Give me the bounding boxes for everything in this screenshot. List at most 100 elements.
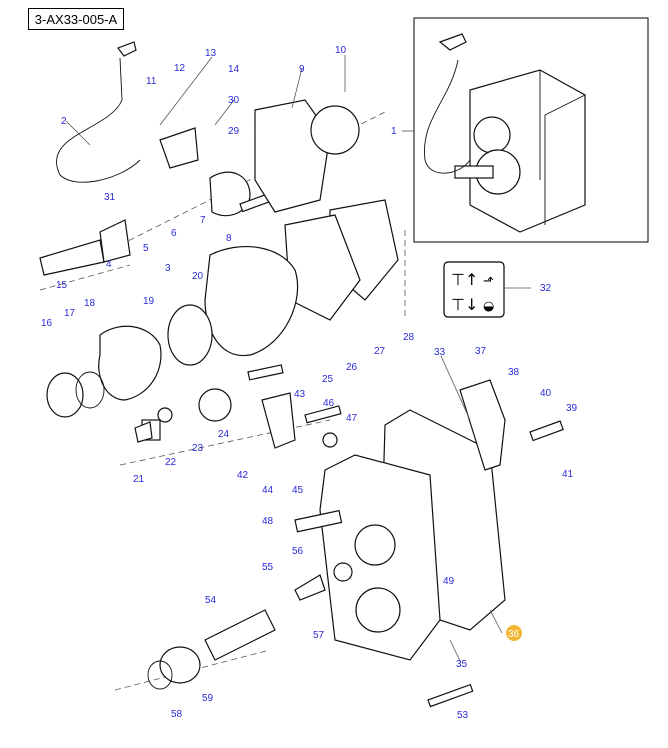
callout-25: 25 [322, 374, 334, 385]
ring-16 [46, 372, 84, 418]
callout-24: 24 [218, 429, 230, 440]
callout-6: 6 [171, 228, 177, 239]
spring-55 [294, 574, 326, 601]
tortoise-icon: ◒ [483, 299, 494, 314]
inset-lever-handle [438, 33, 467, 51]
planet-carrier [98, 325, 162, 401]
lever-42 [261, 392, 296, 449]
boundary-upper-left [39, 264, 131, 291]
callout-20: 20 [192, 271, 204, 282]
lower-assembly [147, 379, 564, 708]
callout-36: 36 [508, 629, 520, 640]
callout-1: 1 [391, 126, 397, 137]
callout-16: 16 [41, 318, 53, 329]
callout-32: 32 [540, 283, 552, 294]
callout-22: 22 [165, 457, 177, 468]
washer-45 [322, 432, 338, 448]
circlip-17 [75, 371, 105, 409]
callout-26: 26 [346, 362, 358, 373]
bearing-19 [167, 304, 213, 366]
boundary-lower [119, 419, 331, 466]
pin-25 [247, 364, 284, 381]
selector-lever-handle [117, 41, 137, 57]
shaft-39 [529, 420, 564, 442]
callout-58: 58 [171, 709, 183, 720]
callout-30: 30 [228, 95, 240, 106]
lever-down-arrow-icon: ⊤↓ [451, 295, 478, 314]
callout-56: 56 [292, 546, 304, 557]
callout-40: 40 [540, 388, 552, 399]
input-shaft [39, 239, 105, 276]
callout-7: 7 [200, 215, 206, 226]
pin-53 [427, 683, 474, 708]
assembly-inset [413, 17, 649, 243]
callout-41: 41 [562, 469, 574, 480]
cable-bracket [159, 127, 199, 169]
callout-10: 10 [335, 45, 347, 56]
callout-44: 44 [262, 485, 274, 496]
callout-45: 45 [292, 485, 304, 496]
callout-55: 55 [262, 562, 274, 573]
gasket-10 [310, 105, 360, 155]
inset-upper-boss [473, 116, 511, 154]
control-cable [56, 57, 141, 183]
circlip-58 [147, 660, 173, 690]
inset-cable [424, 59, 471, 174]
callout-19: 19 [143, 296, 155, 307]
inset-output-shaft [454, 165, 494, 179]
callout-42: 42 [237, 470, 249, 481]
callout-14: 14 [228, 64, 240, 75]
upper-assembly [39, 41, 399, 443]
symbol-card-frame [443, 261, 505, 318]
callout-3: 3 [165, 263, 171, 274]
callout-29: 29 [228, 126, 240, 137]
callout-8: 8 [226, 233, 232, 244]
pin-48 [294, 509, 343, 533]
callout-31: 31 [104, 192, 116, 203]
lever-up-arrow-icon: ⊤↑ [451, 270, 478, 289]
leader-lines [65, 55, 531, 664]
ring-gear-housing [204, 245, 299, 357]
callout-59: 59 [202, 693, 214, 704]
callout-28: 28 [403, 332, 415, 343]
housing-upper-bore [354, 524, 396, 566]
callout-4: 4 [106, 259, 112, 270]
callout-46: 46 [323, 398, 335, 409]
rabbit-icon: ⬏ [483, 274, 494, 289]
callout-9: 9 [299, 64, 305, 75]
callout-21: 21 [133, 474, 145, 485]
callout-43: 43 [294, 389, 306, 400]
callout-27: 27 [374, 346, 386, 357]
inset-gearbox-edges [539, 70, 586, 225]
callout-39: 39 [566, 403, 578, 414]
plate-21 [134, 421, 153, 443]
input-gear [99, 219, 131, 263]
pin-46 [304, 405, 342, 424]
callout-12: 12 [174, 63, 186, 74]
detent-57 [333, 562, 353, 582]
callout-53: 53 [457, 710, 469, 721]
callout-5: 5 [143, 243, 149, 254]
callout-2: 2 [61, 116, 67, 127]
callout-38: 38 [508, 367, 520, 378]
callout-23: 23 [192, 443, 204, 454]
callout-54: 54 [205, 595, 217, 606]
washer-23 [157, 407, 173, 423]
reference-code-box: 3-AX33-005-A [28, 8, 124, 30]
callout-18: 18 [84, 298, 96, 309]
callout-13: 13 [205, 48, 217, 59]
callout-48: 48 [262, 516, 274, 527]
callout-37: 37 [475, 346, 487, 357]
callout-57: 57 [313, 630, 325, 641]
callout-17: 17 [64, 308, 76, 319]
symbol-card-32: ⊤↑ ⬏ ⊤↓ ◒ [443, 261, 505, 318]
callout-33: 33 [434, 347, 446, 358]
gear-59 [159, 646, 201, 684]
callout-49: 49 [443, 576, 455, 587]
housing-lower-bore [355, 587, 401, 633]
gear-24 [198, 388, 232, 422]
callouts: 1 2 3 4 5 6 7 8 9 10 11 12 13 14 15 16 1… [41, 45, 578, 721]
callout-11: 11 [146, 76, 157, 87]
callout-47: 47 [346, 413, 358, 424]
